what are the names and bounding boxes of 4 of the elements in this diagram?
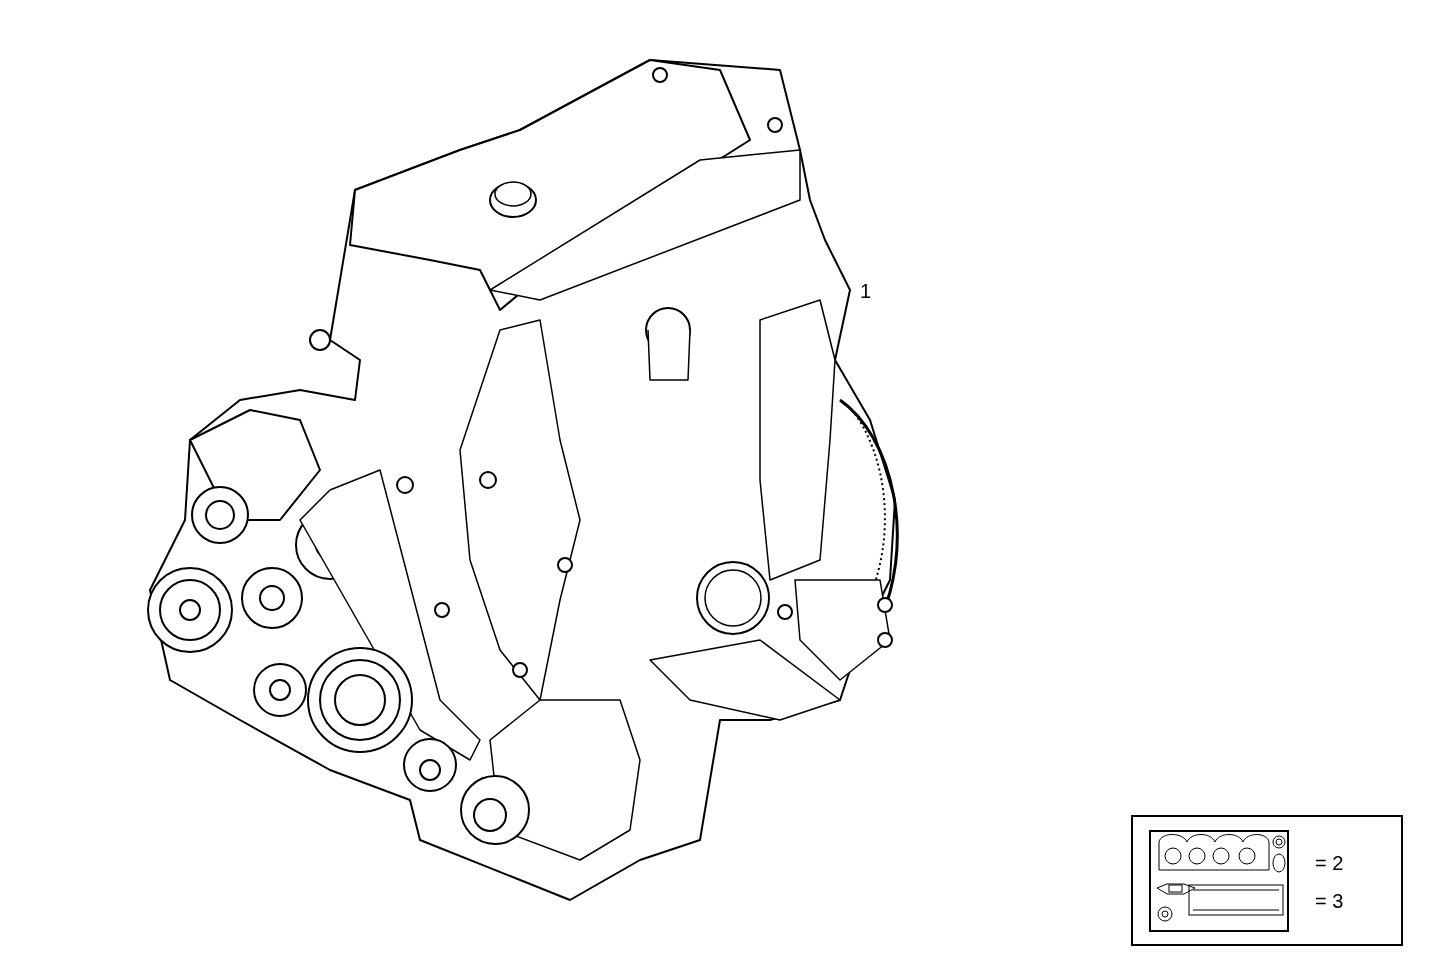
part-number-label: = 2 xyxy=(1315,853,1344,873)
kit-legend-box xyxy=(1131,815,1403,946)
part-number-label: = 3 xyxy=(1315,891,1344,911)
callout-number: 1 xyxy=(860,281,872,301)
